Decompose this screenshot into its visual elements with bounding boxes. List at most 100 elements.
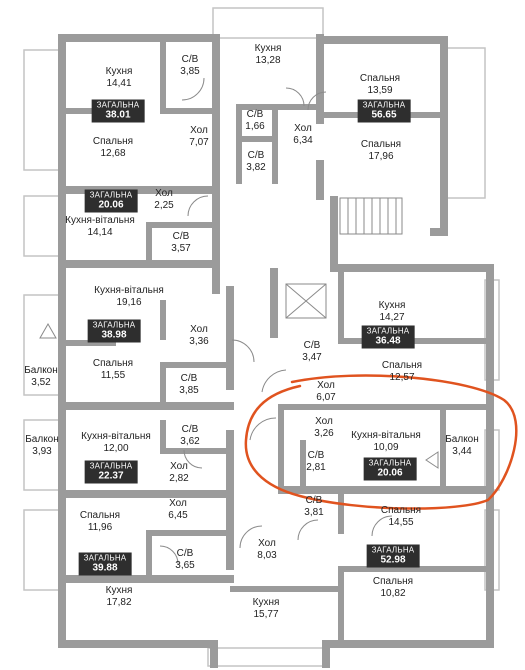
total-area-label: ЗАГАЛЬНА <box>89 461 133 471</box>
room-name: Кухня <box>254 43 282 54</box>
room-name: Хол <box>294 123 312 134</box>
room-area: 7,07 <box>189 137 209 148</box>
room-name: Хол <box>170 461 188 472</box>
room-area: 14,27 <box>379 312 405 323</box>
room-area: 2,81 <box>306 462 326 473</box>
room-area: 11,55 <box>100 370 126 381</box>
room-name: Кухня-вітальня <box>94 285 164 296</box>
total-area-value: 56.65 <box>371 109 397 121</box>
room-name: Спальня <box>381 360 423 371</box>
room-name: С/В <box>180 373 198 384</box>
total-area-label: ЗАГАЛЬНА <box>368 458 412 468</box>
balcony-markers <box>39 322 439 469</box>
room-name: С/В <box>176 548 194 559</box>
total-area-label: ЗАГАЛЬНА <box>366 326 410 336</box>
room-name: Спальня <box>92 136 134 147</box>
walls <box>58 34 494 668</box>
room-name: С/В <box>247 150 265 161</box>
room-area: 3,85 <box>180 66 200 77</box>
room-area: 3,82 <box>246 162 266 173</box>
room-name: С/В <box>303 340 321 351</box>
room-name: С/В <box>246 109 264 120</box>
room-name: Кухня <box>105 66 133 77</box>
room-area: 3,36 <box>189 336 209 347</box>
room-area: 3,26 <box>314 428 334 439</box>
room-area: 14,41 <box>106 78 132 89</box>
room-area: 6,07 <box>316 392 336 403</box>
room-area: 17,82 <box>106 597 132 608</box>
room-area: 3,57 <box>171 243 191 254</box>
total-area-value: 36.48 <box>375 335 401 347</box>
door-swings <box>159 77 393 565</box>
total-area-value: 52.98 <box>380 554 406 566</box>
room-name: Спальня <box>79 510 121 521</box>
room-area: 3,81 <box>304 507 324 518</box>
room-name: Спальня <box>92 358 134 369</box>
room-name: С/В <box>181 54 199 65</box>
room-area: 14,14 <box>87 227 113 238</box>
total-area-value: 38.01 <box>105 109 131 121</box>
elevator-shaft <box>285 283 327 319</box>
room-area: 3,93 <box>32 446 52 457</box>
room-name: Балкон <box>445 434 479 445</box>
room-area: 12,00 <box>103 443 129 454</box>
total-area-label: ЗАГАЛЬНА <box>96 100 140 110</box>
total-area-label: ЗАГАЛЬНА <box>83 553 127 563</box>
room-name: Хол <box>258 538 276 549</box>
highlight-ellipse <box>244 374 518 510</box>
room-area: 3,47 <box>302 352 322 363</box>
room-area: 2,25 <box>154 200 174 211</box>
room-area: 3,85 <box>179 385 199 396</box>
room-area: 17,96 <box>368 151 394 162</box>
total-area-value: 20.06 <box>98 199 124 211</box>
staircase <box>339 197 403 235</box>
total-area-label: ЗАГАЛЬНА <box>92 320 136 330</box>
room-name: Кухня <box>252 597 280 608</box>
room-area: 12,57 <box>389 372 415 383</box>
total-area-value: 20.06 <box>377 467 403 479</box>
total-area-label: ЗАГАЛЬНА <box>371 545 415 555</box>
room-area: 2,82 <box>169 473 189 484</box>
room-name: Хол <box>155 188 173 199</box>
total-area-label: ЗАГАЛЬНА <box>362 100 406 110</box>
room-area: 3,65 <box>175 560 195 571</box>
room-area: 14,55 <box>388 517 414 528</box>
room-area: 10,09 <box>373 442 399 453</box>
room-name: Хол <box>190 324 208 335</box>
total-area-value: 22.37 <box>98 470 124 482</box>
room-name: Хол <box>315 416 333 427</box>
